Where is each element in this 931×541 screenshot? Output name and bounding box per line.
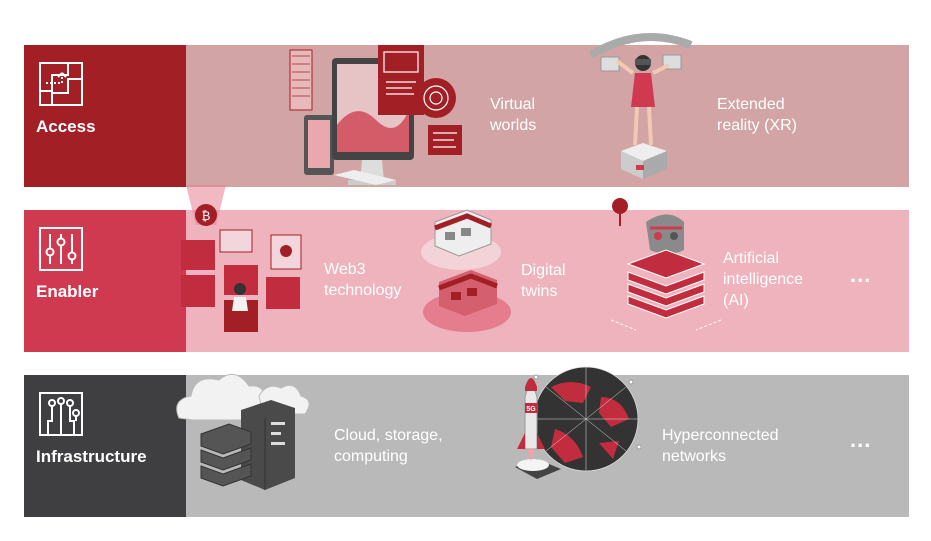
infrastructure-more-ellipsis: ... [850, 427, 872, 452]
vr-headset-person-icon [588, 33, 693, 179]
enabler-label-box: Enabler [24, 210, 186, 352]
access-content: Virtual worlds Extended reality (XR) [186, 33, 909, 187]
enabler-content: ₿ Web3 technology Digital twins [181, 185, 909, 352]
globe-rocket-5g-icon: 5G [515, 366, 641, 479]
monitor-devices-icon [289, 45, 462, 185]
infrastructure-layer: Infrastructure Cloud, storage, computing [24, 366, 909, 517]
infrastructure-label-box: Infrastructure [24, 375, 186, 517]
virtual-worlds-label: Virtual worlds [490, 96, 537, 134]
enabler-layer: Enabler ₿ Web3 technology [24, 185, 909, 352]
access-label-box: Access [24, 45, 186, 187]
infrastructure-title: Infrastructure [36, 447, 147, 466]
web3-label: Web3 technology [324, 261, 402, 299]
cloud-servers-icon [176, 373, 310, 490]
cloud-label: Cloud, storage, computing [334, 427, 443, 465]
enabler-more-ellipsis: ... [850, 262, 872, 287]
enabler-title: Enabler [36, 282, 99, 301]
robot-head-icon [610, 198, 722, 331]
maze-icon [39, 62, 83, 106]
twin-shops-icon [421, 209, 511, 332]
blockchain-cubes-icon: ₿ [181, 185, 302, 332]
ai-label: Artificial intelligence (AI) [723, 250, 804, 309]
sliders-icon [39, 227, 83, 271]
access-layer: Access Virtual worlds [24, 33, 909, 187]
hyperconnected-label: Hyperconnected networks [662, 427, 779, 465]
svg-text:₿: ₿ [202, 209, 211, 223]
circuit-icon [39, 392, 83, 436]
xr-label: Extended reality (XR) [717, 96, 798, 134]
infrastructure-content: Cloud, storage, computing 5G Hyperconnec… [176, 366, 909, 517]
digital-twins-label: Digital twins [521, 262, 566, 300]
access-title: Access [36, 117, 96, 136]
rocket-5g-badge: 5G [526, 406, 536, 413]
